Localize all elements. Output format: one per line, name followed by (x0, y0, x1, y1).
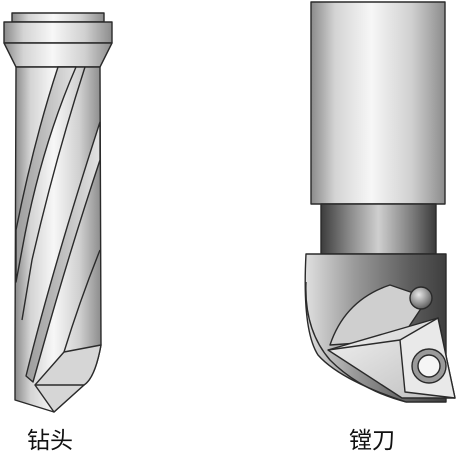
boring-shank (310, 1, 446, 205)
caption-boring-tool: 镗刀 (349, 428, 395, 454)
drill-bit-icon (3, 12, 113, 413)
drill-tip (34, 344, 102, 413)
drill-flute-middle (25, 121, 101, 383)
drill-flute-line-a (21, 66, 86, 321)
boring-tool-icon (304, 1, 456, 403)
boring-insert-edge (327, 339, 401, 351)
drill-neck (3, 42, 113, 68)
boring-head-face (305, 281, 407, 403)
boring-insert-hole-inner (417, 354, 441, 378)
boring-collar (320, 203, 437, 255)
boring-clamp-screw (409, 286, 433, 310)
drill-shank-top (11, 12, 105, 23)
drill-flute-upper (15, 66, 77, 283)
drill-flute-line-b (63, 249, 101, 353)
caption-drill: 钻头 (27, 428, 73, 454)
drill-shank-rim (3, 21, 113, 44)
